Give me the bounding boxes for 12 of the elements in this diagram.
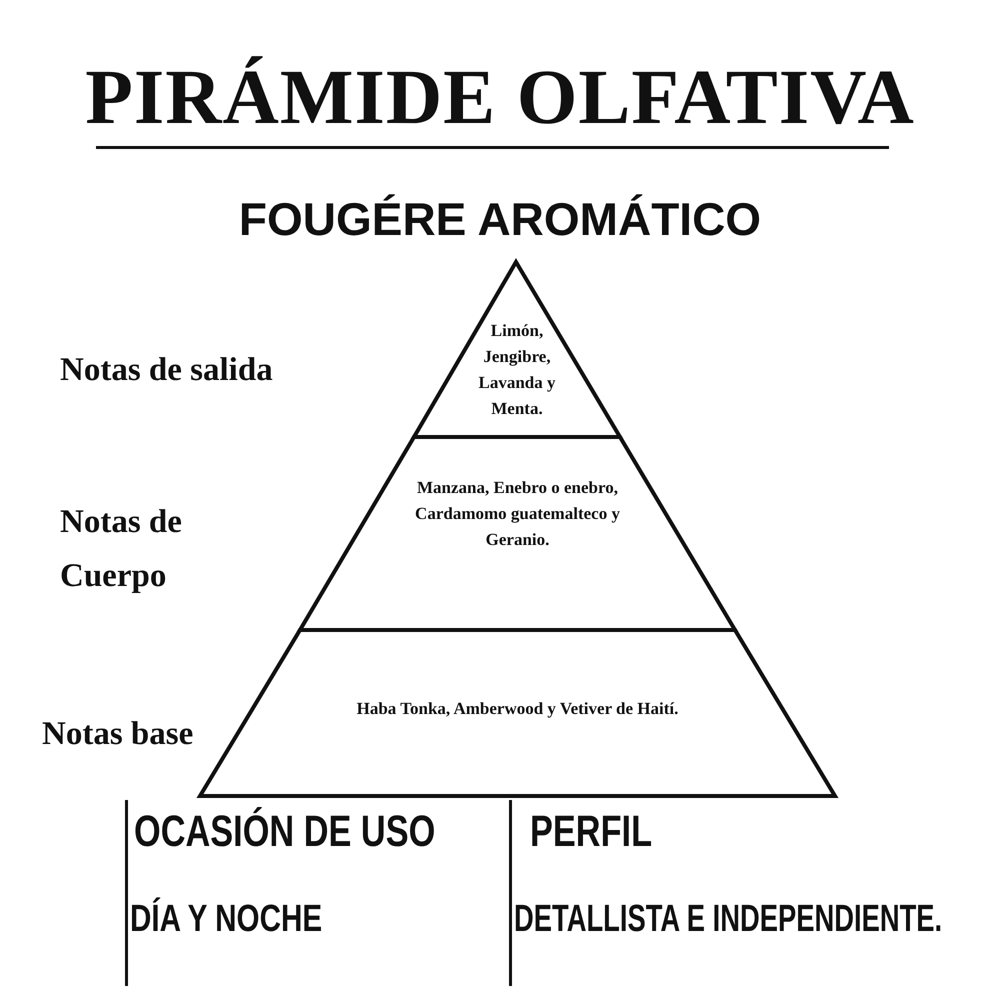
notes-text: Manzana, Enebro o enebro, Cardamomo guatemalteco y Geranio. — [414, 477, 621, 551]
tier-label: Notas de Cuerpo — [60, 503, 183, 596]
section-value: DETALLISTA E INDEPENDIENTE. — [514, 897, 942, 942]
notes-text: Limón, Jengibre, Lavanda y Menta. — [478, 320, 556, 420]
section-heading: PERFIL — [530, 806, 652, 858]
section-value: DÍA Y NOCHE — [130, 896, 322, 942]
notes-text: Haba Tonka, Amberwood y Vetiver de Haití. — [356, 698, 680, 720]
subtitle: FOUGÉRE AROMÁTICO — [238, 192, 762, 246]
title: PIRÁMIDE OLFATIVA — [84, 52, 916, 142]
tier-label: Notas base — [42, 715, 194, 754]
tier-label: Notas de salida — [60, 351, 274, 390]
section-heading: OCASIÓN DE USO — [134, 806, 436, 858]
